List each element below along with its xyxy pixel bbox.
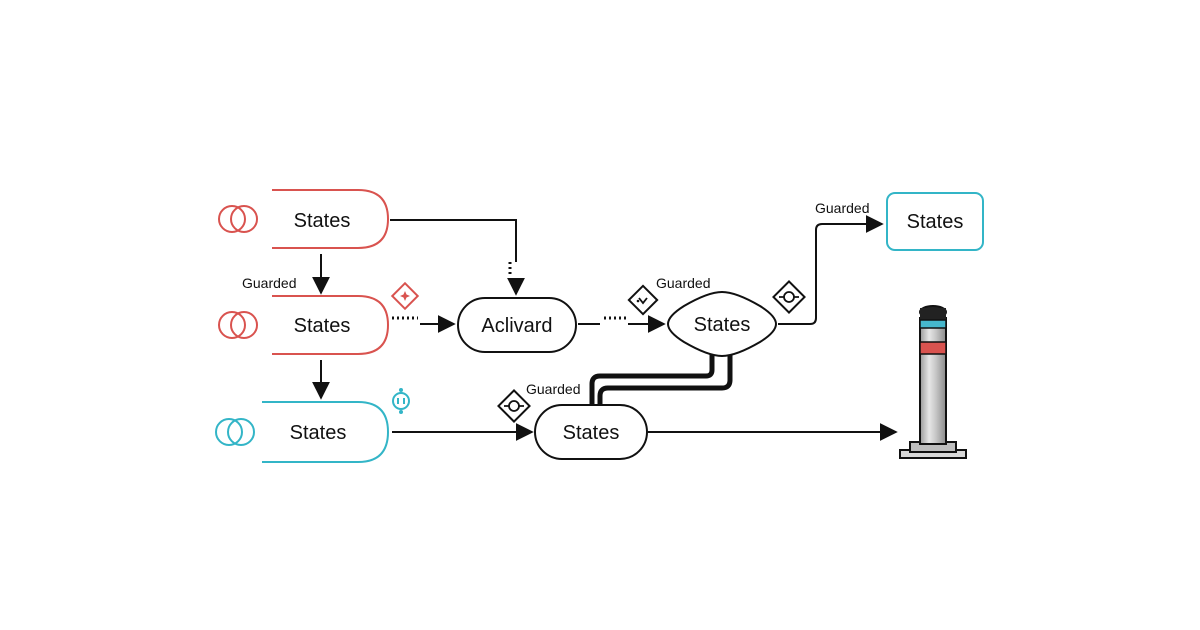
state-node-mid-shape [272,295,390,355]
diamond-loop-icon [627,284,659,316]
activard-node-label: Aclivard [481,315,552,337]
edge-diamond-to-center-inner [597,354,733,404]
state-node-center-shape [534,404,648,460]
state-node-decision-label: States [694,314,751,336]
state-node-decision[interactable]: States [666,290,778,358]
diamond-sparkle-icon [390,281,420,311]
state-node-top-label: States [294,210,351,232]
state-node-center[interactable]: States [534,404,648,460]
edge-diamond-to-topright [778,215,884,325]
state-node-bottom[interactable]: States [215,401,390,463]
activard-node[interactable]: Aclivard [457,297,577,353]
state-node-topright-label: States [907,211,964,233]
state-node-top-shape [272,189,390,249]
edge-diamond-to-center-outer [589,354,715,404]
diamond-eye-icon [497,389,531,423]
bollard-endpoint-icon [899,305,967,459]
edge-label-decision-to-topright: Guarded [815,200,869,216]
double-circle-icon [215,418,255,446]
edge-top-to-activard [390,219,517,262]
state-node-bottom-shape [262,401,390,463]
double-circle-icon [218,311,258,339]
diamond-eye-icon [772,280,806,314]
state-node-bottom-label: States [290,422,347,444]
state-node-top[interactable]: States [218,189,390,249]
teal-badge-icon [392,388,410,414]
state-node-topright[interactable]: States [886,192,984,251]
state-node-mid-label: States [294,315,351,337]
state-node-mid[interactable]: States [218,295,390,355]
state-node-center-label: States [563,422,620,444]
state-node-decision-shape [666,290,778,358]
edge-label-top-to-mid: Guarded [242,275,296,291]
edges [312,215,898,441]
double-circle-icon [218,205,258,233]
edge-label-decision-to-center: Guarded [526,381,580,397]
activard-node-shape [457,297,577,353]
state-node-topright-shape [886,192,984,251]
edge-label-activard-to-decision: Guarded [656,275,710,291]
